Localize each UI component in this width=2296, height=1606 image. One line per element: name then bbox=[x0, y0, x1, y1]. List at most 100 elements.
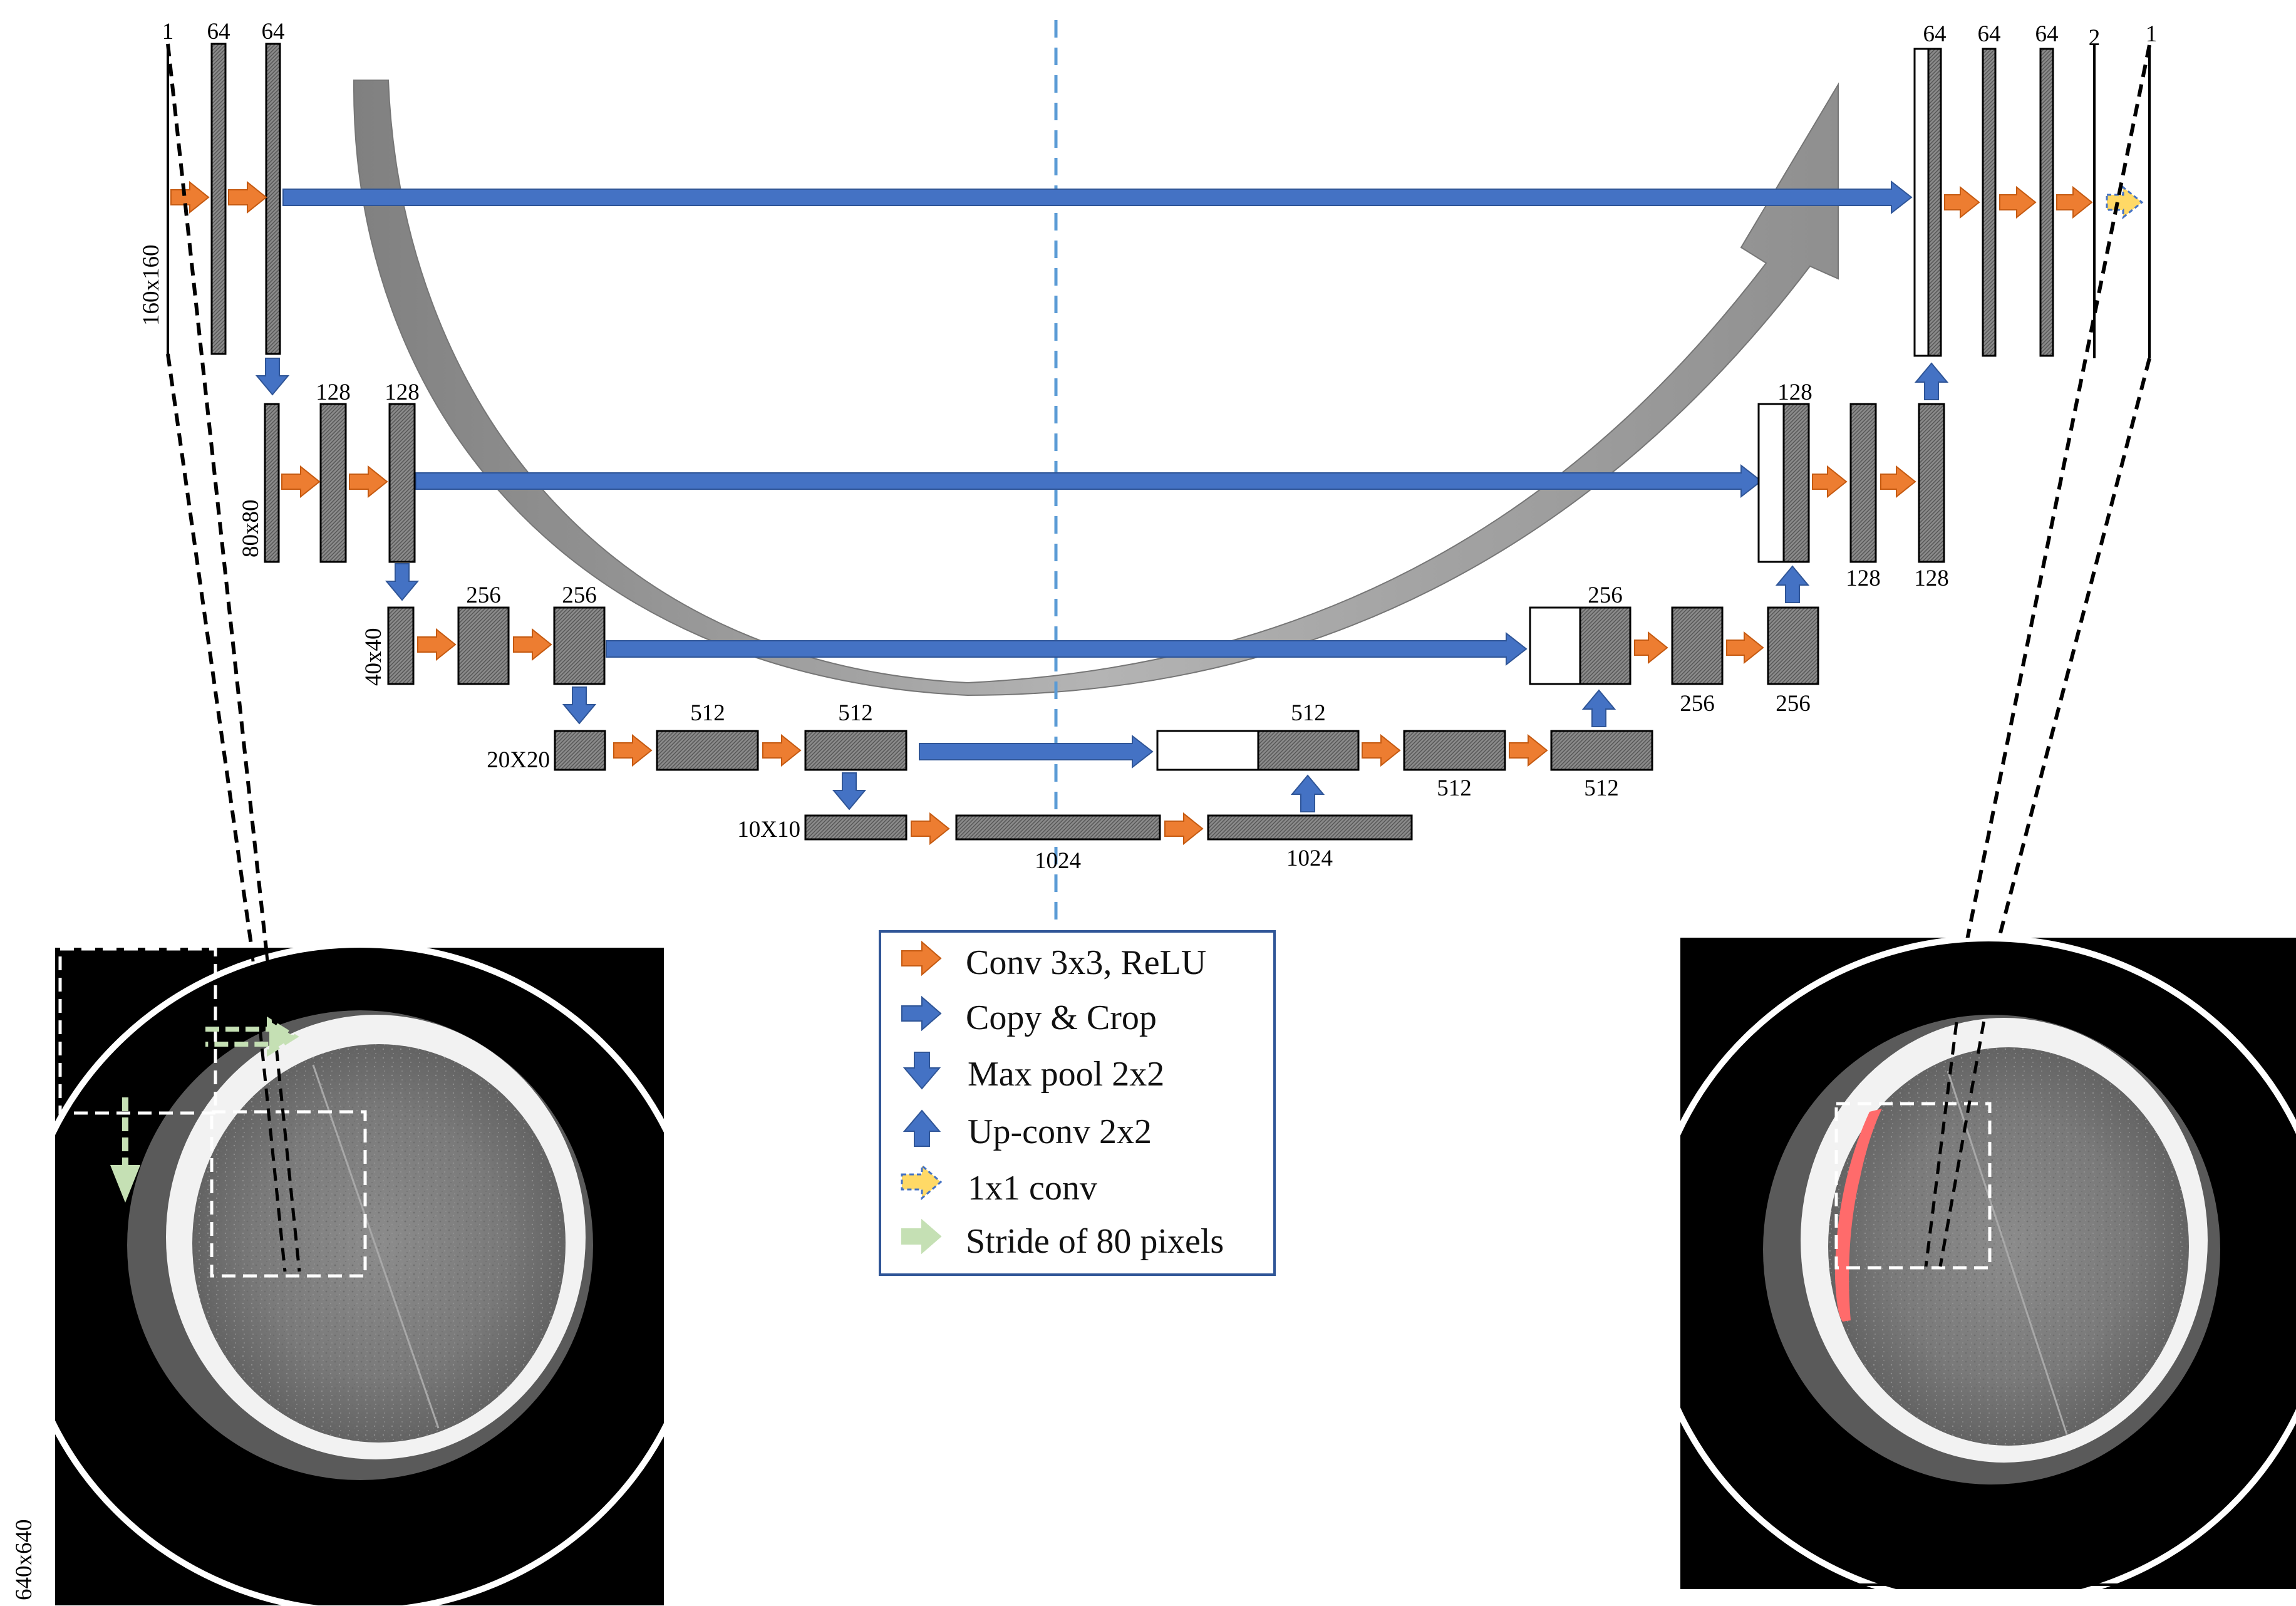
conv-arrow-icon bbox=[1944, 185, 1980, 219]
encoder-level-3 bbox=[387, 606, 606, 685]
conv-arrow-icon bbox=[417, 628, 457, 661]
conv-arrow-icon bbox=[1726, 631, 1764, 665]
channel-label: 512 bbox=[1584, 775, 1619, 801]
stride-arrow-icon bbox=[901, 1218, 942, 1255]
channel-label: 512 bbox=[1291, 700, 1326, 726]
conv-arrow-icon bbox=[762, 733, 802, 767]
dec2-block-b bbox=[1918, 403, 1945, 563]
sliding-window bbox=[1834, 1102, 1992, 1270]
channel-label: 256 bbox=[1588, 583, 1623, 608]
enc1-block-b bbox=[265, 43, 281, 355]
channel-label: 256 bbox=[466, 583, 501, 608]
encoder-level-2 bbox=[264, 403, 416, 563]
legend-label: Max pool 2x2 bbox=[968, 1055, 1164, 1094]
dec4-up bbox=[1257, 730, 1360, 771]
channel-label: 128 bbox=[316, 380, 351, 405]
decoder-level-4 bbox=[1156, 730, 1653, 771]
dec2-up bbox=[1782, 403, 1810, 563]
ct-scanner-ring bbox=[1680, 938, 2296, 1589]
conv-arrow-icon bbox=[349, 465, 388, 499]
conv-arrows bbox=[170, 180, 2093, 846]
conv-arrow-icon bbox=[228, 180, 267, 214]
conv-arrow-icon bbox=[1362, 733, 1401, 767]
legend: Conv 3x3, ReLU Copy & Crop Max pool 2x2 … bbox=[879, 930, 1276, 1276]
sliding-window bbox=[210, 1110, 367, 1278]
conv-arrow-icon bbox=[613, 733, 653, 767]
max-pool-arrow-icon bbox=[902, 1052, 941, 1090]
dec1-up bbox=[1927, 48, 1942, 357]
channel-label: 1024 bbox=[1035, 848, 1081, 874]
conv-arrow-icon bbox=[1999, 185, 2037, 219]
channel-label: 64 bbox=[207, 19, 230, 44]
conv-arrow-icon bbox=[513, 628, 552, 661]
skip-level-1 bbox=[282, 180, 1913, 215]
conv-arrow-icon bbox=[901, 940, 942, 977]
dec1-block-b bbox=[2039, 48, 2054, 357]
encoder-level-1 bbox=[167, 43, 281, 355]
ct-brain-texture bbox=[1828, 1047, 2189, 1446]
channel-label: 128 bbox=[1777, 380, 1812, 405]
channel-label: 64 bbox=[1923, 21, 1947, 47]
decoder-level-1 bbox=[1913, 45, 2151, 358]
size-labels: 160x160 80x80 40x40 20X20 10X10 640x640 bbox=[11, 245, 800, 1601]
enc2-block-b bbox=[388, 403, 416, 563]
size-label: 160x160 bbox=[138, 245, 164, 326]
channel-label: 256 bbox=[1776, 691, 1811, 717]
dec1-block-a bbox=[1982, 48, 1997, 357]
channel-labels: 1 64 64 128 128 256 256 512 512 1024 102… bbox=[162, 19, 2158, 874]
size-label: 20X20 bbox=[487, 747, 550, 773]
enc3-pool bbox=[387, 606, 415, 685]
channel-label: 64 bbox=[1978, 21, 2001, 47]
max-pool-arrow-icon bbox=[832, 772, 867, 811]
max-pool-arrows bbox=[255, 358, 867, 811]
conv-arrow-icon bbox=[1634, 631, 1668, 665]
conv-arrow-icon bbox=[170, 180, 210, 214]
skip-level-4 bbox=[919, 734, 1154, 769]
channel-label: 2 bbox=[2089, 25, 2101, 51]
dec3-block-a bbox=[1671, 606, 1724, 685]
up-conv-arrow-icon bbox=[902, 1109, 941, 1147]
dec1-copy bbox=[1913, 48, 1930, 357]
size-label: 40x40 bbox=[361, 628, 386, 686]
channel-label: 256 bbox=[1680, 691, 1715, 717]
dec4-block-a bbox=[1403, 730, 1506, 771]
conv-1x1-arrow-icon bbox=[901, 1163, 943, 1201]
dec3-up bbox=[1579, 606, 1632, 685]
dec4-copy bbox=[1156, 730, 1259, 771]
conv-arrow-icon bbox=[1812, 465, 1848, 499]
enc3-block-b bbox=[553, 606, 606, 685]
skip-connections bbox=[282, 180, 1913, 769]
channel-label: 128 bbox=[1914, 566, 1949, 591]
bottleneck-block-b bbox=[1207, 814, 1413, 841]
legend-label: Up-conv 2x2 bbox=[968, 1112, 1152, 1151]
ct-brain-texture bbox=[192, 1044, 566, 1443]
zoom-lines bbox=[166, 43, 2151, 950]
bottleneck-pool bbox=[804, 814, 908, 841]
channel-label: 128 bbox=[385, 380, 420, 405]
dec2-block-a bbox=[1849, 403, 1877, 563]
input-ct-image bbox=[55, 947, 664, 1605]
conv-arrow-icon bbox=[281, 465, 321, 499]
curved-flow-arrow bbox=[353, 80, 1839, 697]
skip-level-2 bbox=[415, 464, 1762, 499]
encoder-level-4 bbox=[554, 730, 908, 771]
enc4-block-b bbox=[804, 730, 908, 771]
stride-arrow-icon bbox=[269, 1021, 294, 1052]
stride-arrow-icon bbox=[110, 1165, 140, 1203]
legend-label: Copy & Crop bbox=[966, 998, 1157, 1037]
size-label: 80x80 bbox=[238, 500, 264, 558]
enc2-pool bbox=[264, 403, 280, 563]
up-conv-arrow-icon bbox=[1581, 689, 1616, 727]
legend-label: Conv 3x3, ReLU bbox=[966, 943, 1206, 982]
copy-crop-arrow-icon bbox=[901, 995, 942, 1032]
channel-label: 64 bbox=[262, 19, 285, 44]
dec3-block-b bbox=[1767, 606, 1819, 685]
ct-midline bbox=[1947, 1070, 2068, 1435]
channel-label: 512 bbox=[1437, 775, 1472, 801]
bottleneck-block-a bbox=[955, 814, 1161, 841]
skip-level-3 bbox=[606, 631, 1528, 666]
up-conv-arrow-icon bbox=[1775, 565, 1810, 603]
enc3-block-a bbox=[457, 606, 510, 685]
decoder-level-3 bbox=[1529, 606, 1819, 685]
